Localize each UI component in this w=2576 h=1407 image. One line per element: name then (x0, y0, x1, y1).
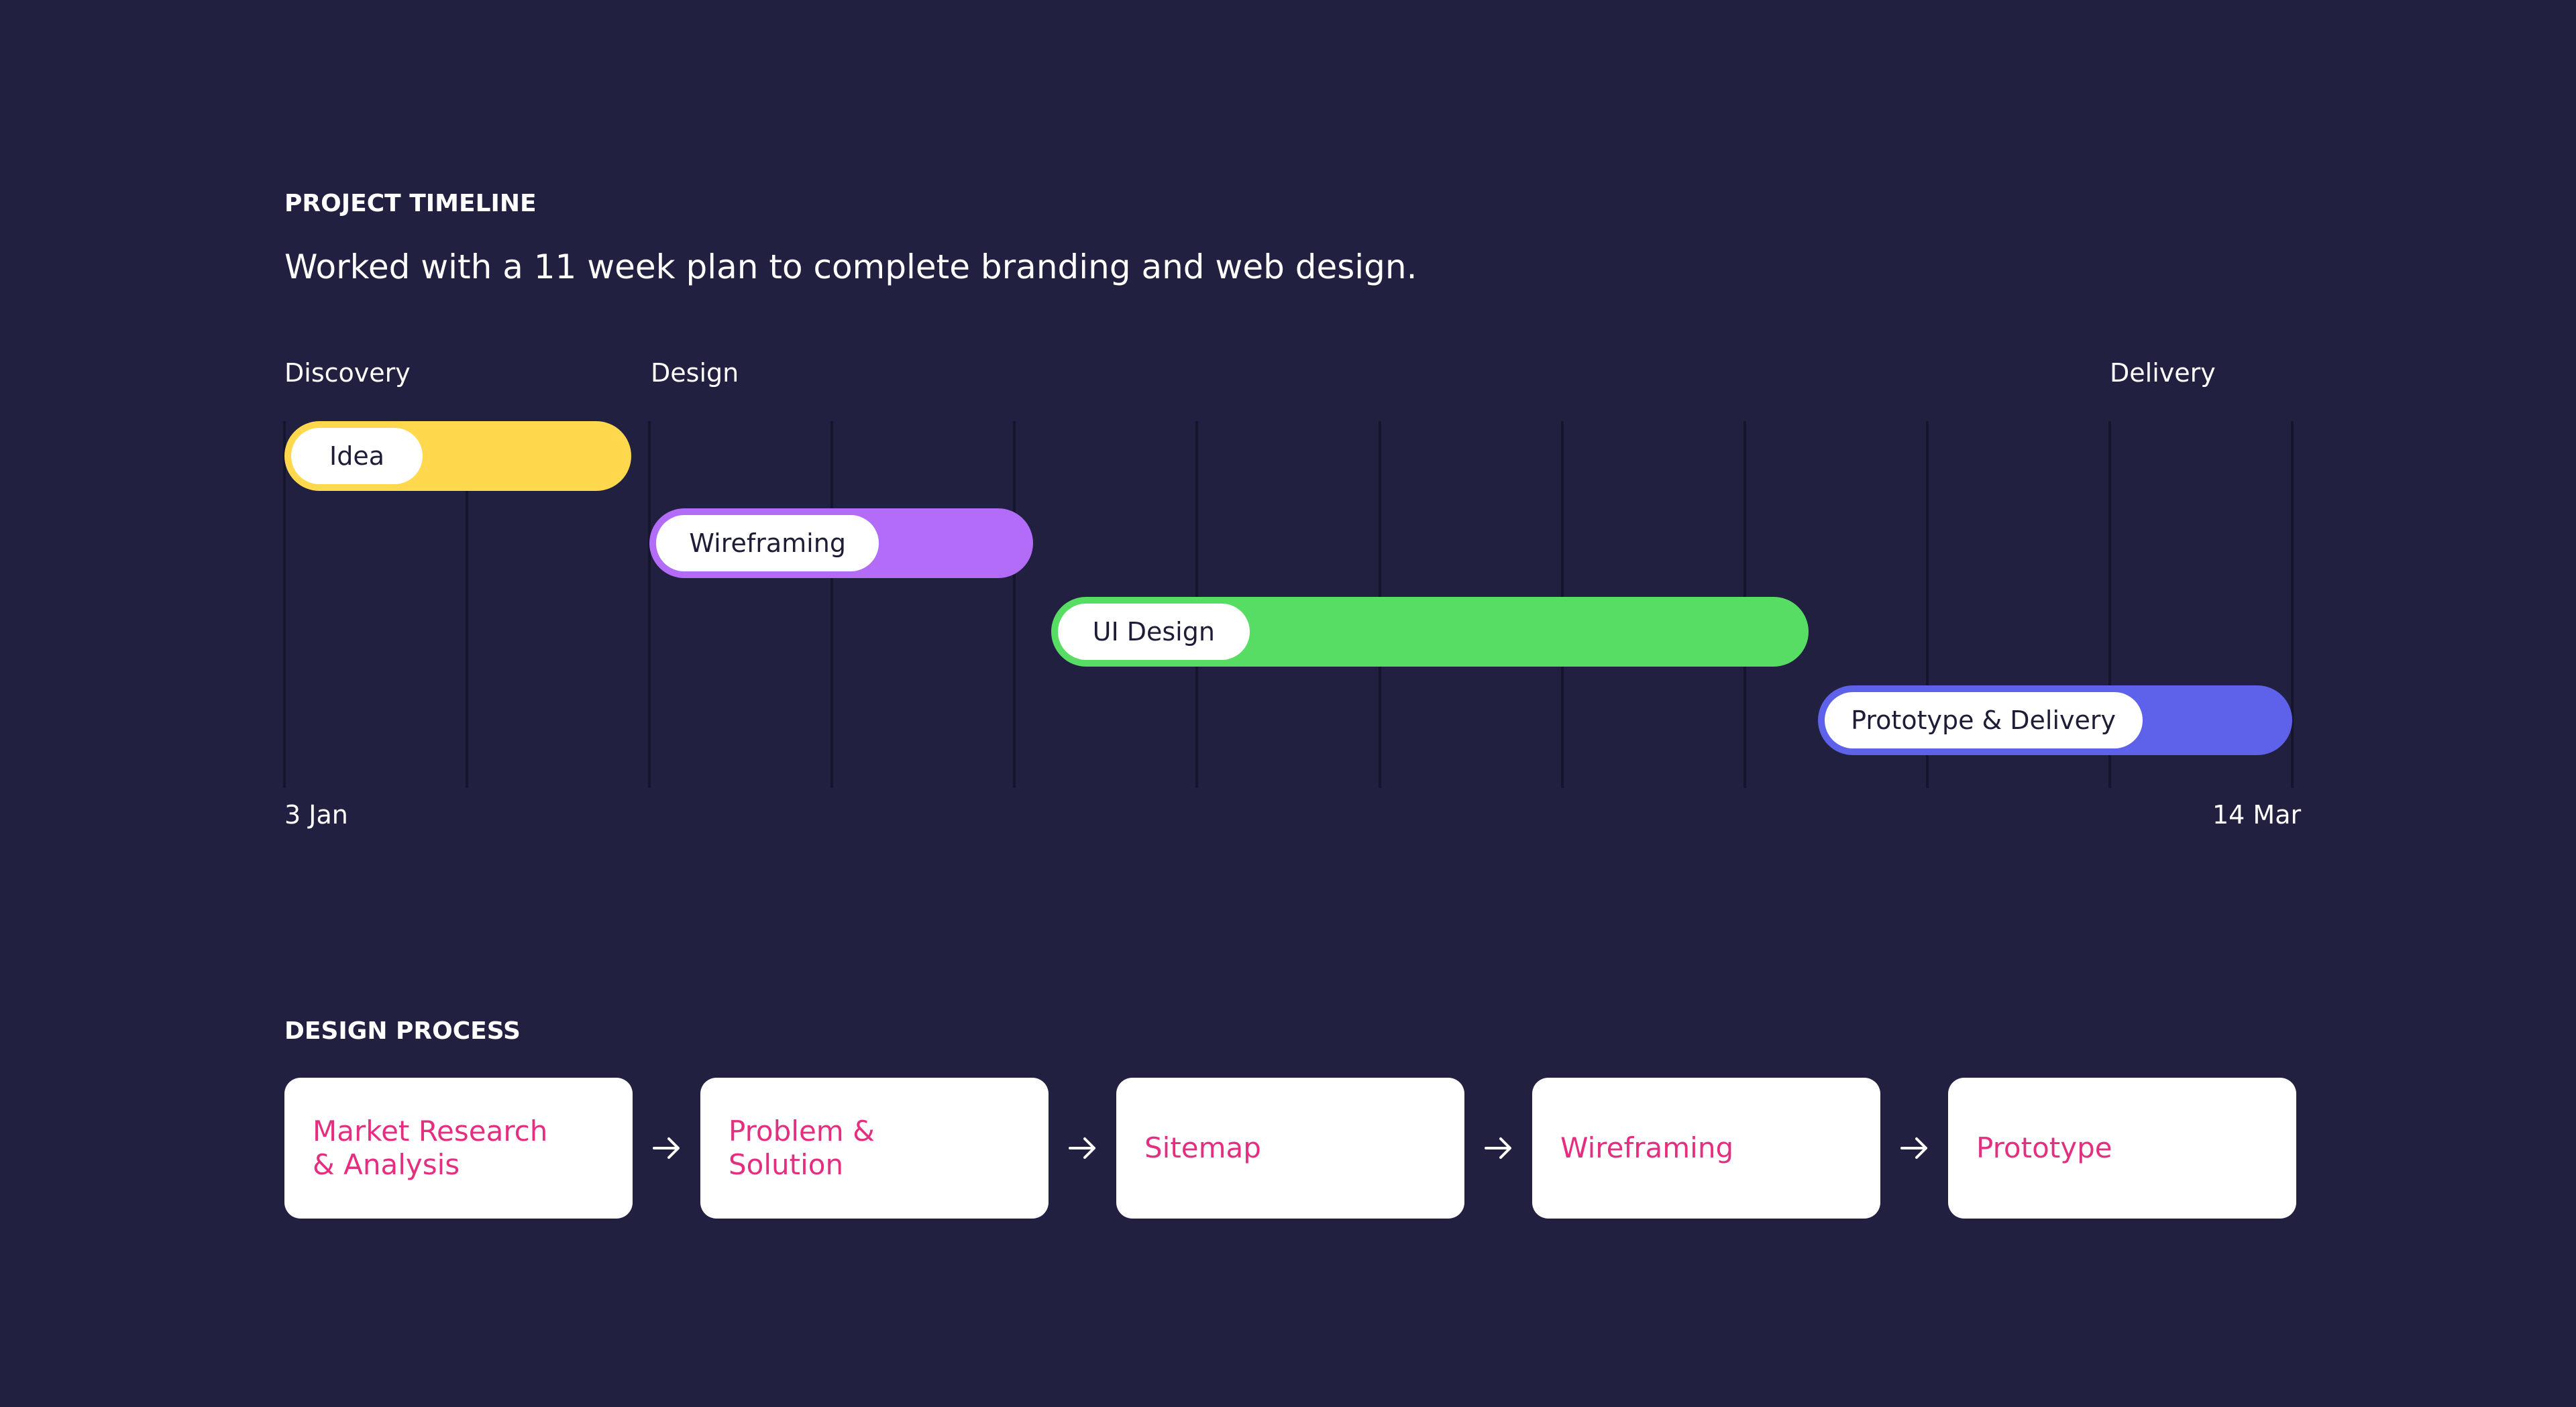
process-step-card: Sitemap (1116, 1078, 1464, 1219)
arrow-right-icon (653, 1137, 680, 1159)
process-step-label: Market Research & Analysis (313, 1115, 548, 1181)
end-date-label: 14 Mar (2212, 800, 2302, 830)
start-date-label: 3 Jan (284, 800, 348, 830)
week-gridline (2291, 421, 2294, 788)
process-step-card: Market Research & Analysis (284, 1078, 633, 1219)
task-label: Prototype & Delivery (1824, 692, 2143, 748)
week-gridline (2108, 421, 2111, 788)
week-gridline (1013, 421, 1016, 788)
week-gridline (830, 421, 834, 788)
arrow-right-icon (1069, 1137, 1095, 1159)
week-gridline (283, 421, 286, 788)
task-label: Idea (291, 428, 423, 484)
process-step-card: Wireframing (1532, 1078, 1880, 1219)
phase-label-design: Design (651, 358, 739, 388)
task-bar: Wireframing (649, 508, 1033, 578)
phase-label-discovery: Discovery (284, 358, 411, 388)
timeline-title: PROJECT TIMELINE (284, 190, 537, 217)
arrow-right-icon (1900, 1137, 1927, 1159)
process-step-label: Sitemap (1144, 1131, 1261, 1164)
week-gridline (648, 421, 651, 788)
process-step-label: Wireframing (1560, 1131, 1734, 1164)
timeline-subtitle: Worked with a 11 week plan to complete b… (284, 247, 1417, 286)
task-label: Wireframing (656, 515, 879, 571)
phase-label-delivery: Delivery (2110, 358, 2216, 388)
process-title: DESIGN PROCESS (284, 1017, 521, 1045)
week-gridline (466, 421, 469, 788)
process-step-label: Problem & Solution (729, 1115, 875, 1181)
task-label: UI Design (1057, 604, 1250, 660)
week-gridline (1925, 421, 1929, 788)
process-step-card: Problem & Solution (700, 1078, 1049, 1219)
task-bar: Prototype & Delivery (1817, 685, 2292, 755)
arrow-right-icon (1485, 1137, 1511, 1159)
task-bar: UI Design (1051, 597, 1809, 667)
process-step-card: Prototype (1948, 1078, 2296, 1219)
task-bar: Idea (284, 421, 631, 491)
process-step-label: Prototype (1976, 1131, 2112, 1164)
